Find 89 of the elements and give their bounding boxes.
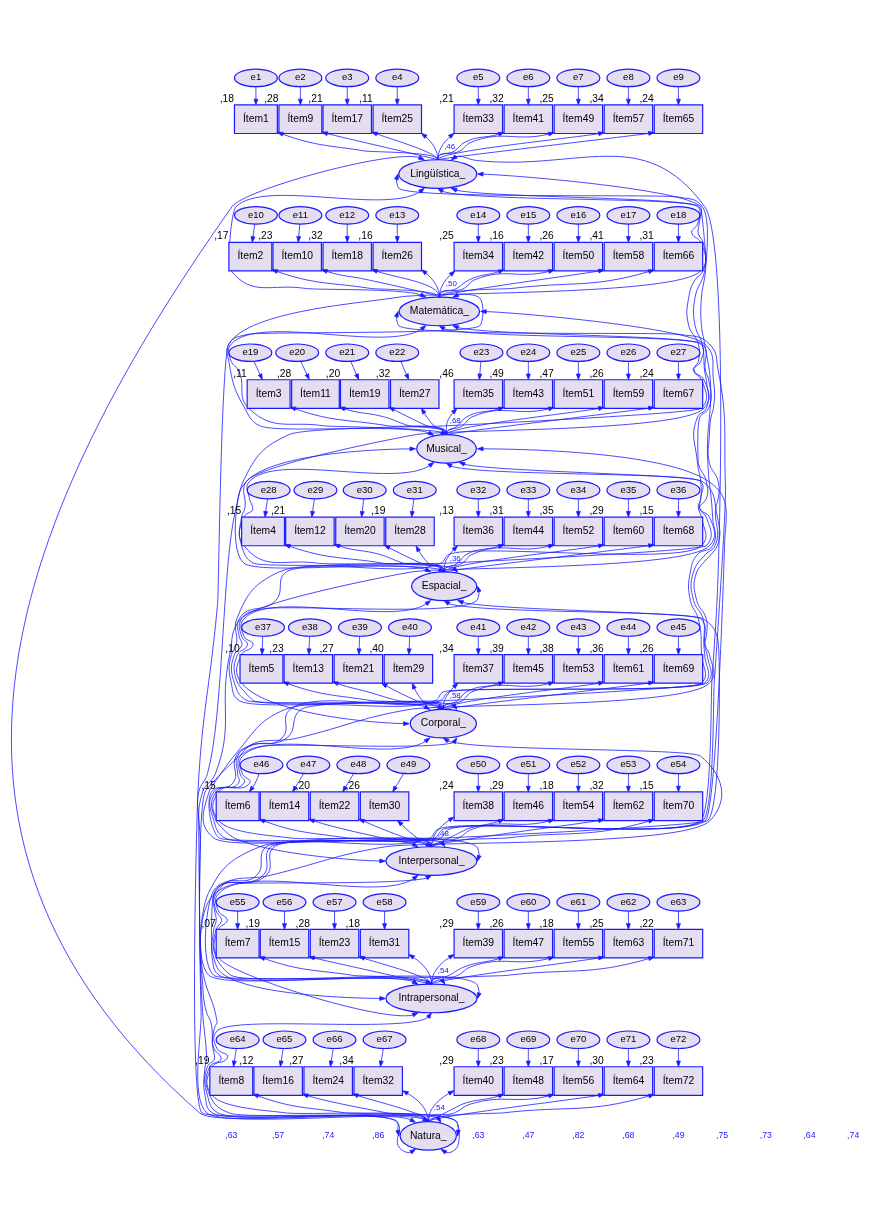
node-label: ,24 — [439, 780, 454, 792]
node-label: ,29 — [589, 505, 604, 517]
node-label: ,18 — [539, 780, 554, 792]
node-label: ,31 — [489, 505, 504, 517]
label: ,74 — [322, 1130, 335, 1141]
node-label: ,11 — [233, 367, 247, 379]
node-label: ,46 — [439, 367, 454, 379]
node-label: ,25 — [589, 917, 604, 929]
node-label: ,28 — [264, 93, 279, 105]
label: ,47 — [522, 1130, 535, 1141]
node-label: ,16 — [489, 230, 504, 242]
label: ,74 — [847, 1130, 860, 1141]
node-label: ,26 — [345, 780, 360, 792]
node-label: ,12 — [239, 1054, 254, 1066]
node-label: ,25 — [539, 93, 554, 105]
label: ,64 — [803, 1130, 816, 1141]
node-label: ,17 — [539, 1054, 554, 1066]
node-label: ,19 — [371, 505, 386, 517]
node-label: ,32 — [375, 367, 391, 379]
node-label: ,22 — [639, 917, 654, 929]
node-label: ,26 — [489, 917, 504, 929]
node-label: ,15 — [639, 780, 654, 792]
node-label: ,41 — [589, 230, 604, 242]
edge-label: ,54 — [433, 1103, 445, 1113]
node-label: ,28 — [295, 917, 310, 929]
node-label: ,19 — [195, 1054, 210, 1066]
node-label: ,13 — [439, 505, 454, 517]
node-label: ,25 — [439, 230, 454, 242]
edge-label: ,50 — [445, 279, 457, 289]
label: ,63 — [472, 1130, 485, 1141]
edge-label: ,68 — [449, 416, 461, 426]
node-label: ,21 — [308, 93, 323, 105]
node-label: ,26 — [589, 367, 604, 379]
node-label: ,34 — [339, 1054, 354, 1066]
node-label: ,18 — [345, 917, 360, 929]
node-label: ,24 — [639, 93, 654, 105]
node-label: ,21 — [439, 93, 454, 105]
node-label: ,16 — [358, 230, 373, 242]
label: ,82 — [572, 1130, 585, 1141]
node-label: ,18 — [539, 917, 554, 929]
node-label: ,29 — [439, 1054, 454, 1066]
label: ,57 — [272, 1130, 285, 1141]
label: ,86 — [372, 1130, 385, 1141]
node-label: ,34 — [439, 642, 454, 654]
node-label: ,30 — [589, 1054, 604, 1066]
label: ,68 — [622, 1130, 635, 1141]
node-label: ,47 — [539, 367, 554, 379]
edge-label: ,58 — [449, 691, 461, 701]
node-label: ,35 — [539, 505, 554, 517]
node-label: ,23 — [258, 230, 273, 242]
node-label: ,23 — [269, 642, 284, 654]
node-label: ,19 — [245, 917, 260, 929]
node-label: ,15 — [639, 505, 654, 517]
node-label: ,29 — [489, 780, 504, 792]
node-label: ,38 — [539, 642, 554, 654]
label: ,75 — [716, 1130, 729, 1141]
node-label: ,32 — [489, 93, 504, 105]
node-label: ,27 — [319, 642, 334, 654]
node-label: ,17 — [214, 230, 229, 242]
node-label: ,34 — [589, 93, 604, 105]
node-label: ,36 — [589, 642, 604, 654]
node-label: ,23 — [639, 1054, 654, 1066]
node-label: ,28 — [276, 367, 292, 379]
node-label: ,27 — [289, 1054, 304, 1066]
node-label: ,31 — [639, 230, 654, 242]
node-label: ,20 — [295, 780, 310, 792]
node-label: ,24 — [639, 367, 654, 379]
edge-label: ,36 — [449, 553, 461, 563]
label: ,49 — [672, 1130, 685, 1141]
edge-label: ,54 — [437, 966, 449, 976]
node-label: ,49 — [489, 367, 504, 379]
node-label: ,39 — [489, 642, 504, 654]
node-label: ,32 — [589, 780, 604, 792]
node-label: ,11 — [359, 93, 373, 105]
node-label: ,29 — [439, 917, 454, 929]
label: ,73 — [759, 1130, 772, 1141]
label: ,63 — [225, 1130, 238, 1141]
node-label: ,40 — [369, 642, 384, 654]
node-label: ,23 — [489, 1054, 504, 1066]
edge-label: ,46 — [444, 141, 456, 151]
node-label: ,10 — [225, 642, 240, 654]
node-label: ,20 — [325, 367, 341, 379]
node-label: ,15 — [201, 780, 216, 792]
node-label: ,21 — [270, 505, 286, 517]
node-label: ,26 — [539, 230, 554, 242]
node-label: ,26 — [639, 642, 654, 654]
node-label: ,32 — [308, 230, 323, 242]
node-label: ,15 — [226, 505, 242, 517]
node-label: ,18 — [219, 93, 235, 105]
